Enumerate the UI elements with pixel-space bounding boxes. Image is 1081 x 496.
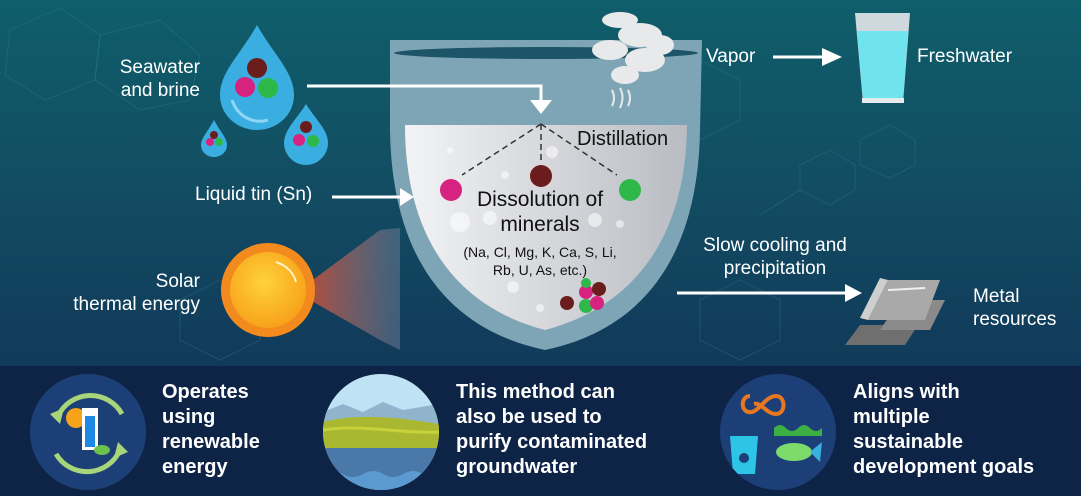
mineral-magenta <box>440 179 462 201</box>
benefit-groundwater: This method can also be used to purify c… <box>323 374 703 490</box>
benefit-text: Operates using renewable energy <box>162 381 260 478</box>
metal-resources-label: Metal resources <box>973 286 1057 330</box>
cooling-label: Slow cooling and precipitation <box>703 235 847 279</box>
benefit-text: This method can also be used to purify c… <box>456 381 648 478</box>
sun-icon <box>221 243 315 337</box>
benefits-bar: Operates using renewable energy This met… <box>0 366 1081 496</box>
benefit-text: Aligns with multiple sustainable develop… <box>853 381 1035 478</box>
dissolution-label: Dissolution of minerals <box>476 188 604 236</box>
arrow-head <box>530 100 552 114</box>
mineral-elements-list: (Na, Cl, Mg, K, Ca, S, Li, Rb, U, As, et… <box>463 244 617 278</box>
heat-beam <box>310 228 400 350</box>
distillation-label: Distillation <box>577 128 669 150</box>
liquid-tin-label: Liquid tin (Sn) <box>195 184 313 205</box>
large-water-drop-icon <box>220 25 294 130</box>
medium-water-drop-icon <box>284 104 328 165</box>
small-water-drop-icon <box>201 120 227 157</box>
arrow-head <box>822 48 842 66</box>
metal-ingots-icon <box>845 278 945 345</box>
sustainable-goals-icon <box>720 374 836 490</box>
arrow-head <box>400 188 414 206</box>
freshwater-label: Freshwater <box>917 46 1013 67</box>
mineral-green <box>619 179 641 201</box>
water-glass-icon <box>855 13 910 103</box>
benefit-renewable-energy: Operates using renewable energy <box>30 374 310 490</box>
vapor-cloud <box>592 12 674 109</box>
arrow-head <box>845 284 862 302</box>
solar-energy-label: Solar thermal energy <box>73 271 200 315</box>
benefit-sdg: Aligns with multiple sustainable develop… <box>720 374 1070 490</box>
renewable-energy-icon <box>30 374 146 490</box>
seawater-label: Seawater and brine <box>119 57 200 101</box>
mineral-brown <box>530 165 552 187</box>
groundwater-landscape-icon <box>323 374 439 490</box>
vapor-label: Vapor <box>706 46 756 67</box>
molten-tin <box>405 125 687 330</box>
mineral-cluster <box>560 278 606 313</box>
